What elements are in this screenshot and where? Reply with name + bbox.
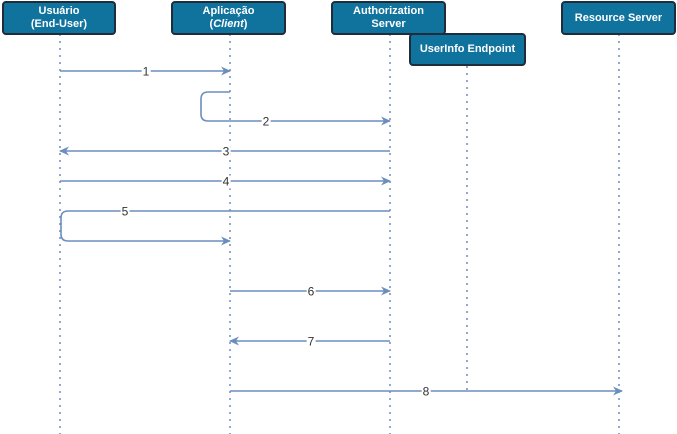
actor-auth-line-1: Authorization (353, 5, 424, 17)
message-3-label: 3 (221, 144, 231, 159)
message-5-arrow (60, 210, 390, 246)
actor-user-line-2: (End-User) (30, 18, 88, 30)
message-4-label: 4 (221, 174, 231, 189)
actor-resource-line-1: Resource Server (574, 11, 663, 24)
actor-app-paren-close: ) (243, 18, 248, 30)
actor-resource: Resource Server (561, 1, 676, 35)
lifelines (59, 34, 620, 434)
actor-app: Aplicação (Client) (171, 1, 286, 35)
message-8-label: 8 (421, 384, 431, 399)
actor-app-paren-open: ( (209, 18, 214, 30)
message-arrows (59, 66, 623, 396)
actor-app-line-1: Aplicação (202, 5, 255, 17)
actor-userinfo-line-1: UserInfo Endpoint (419, 43, 516, 55)
message-7-label: 7 (306, 334, 316, 349)
actor-auth: Authorization Server (331, 1, 446, 35)
actor-userinfo: UserInfo Endpoint (409, 33, 526, 66)
message-2-arrow (200, 91, 391, 126)
message-6-label: 6 (306, 284, 316, 299)
message-2-label: 2 (261, 114, 271, 129)
actor-user-line-1: Usuário (38, 5, 80, 17)
actor-app-line-2: (Client) (210, 18, 248, 31)
message-5-label: 5 (120, 204, 130, 219)
actor-app-client-italic: Client (213, 18, 244, 30)
actor-user: Usuário (End-User) (2, 1, 116, 35)
message-1-label: 1 (141, 64, 151, 79)
actor-auth-line-2: Server (371, 18, 406, 30)
